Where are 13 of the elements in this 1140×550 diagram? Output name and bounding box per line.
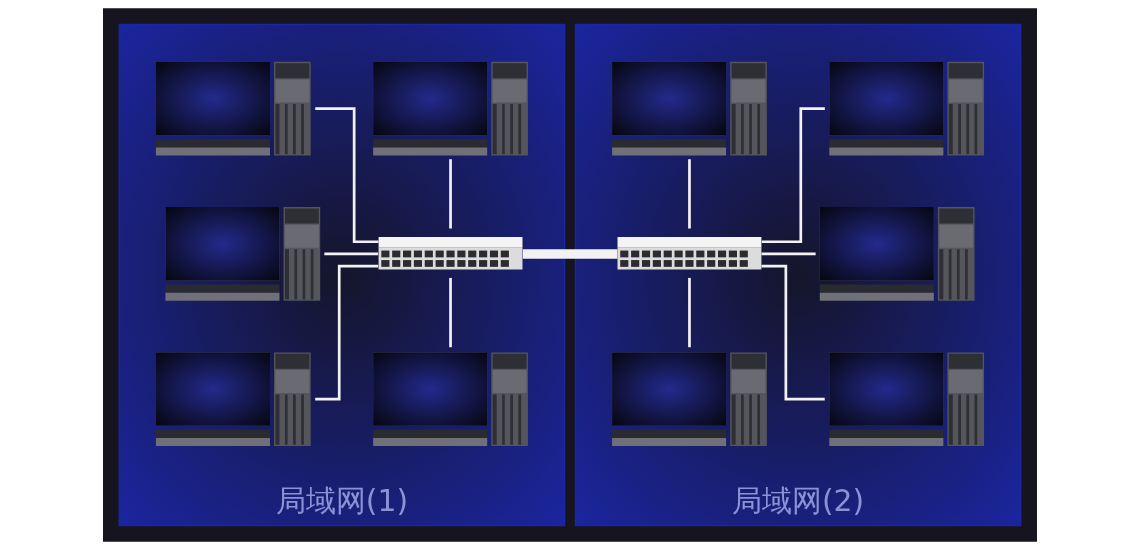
cluster: 局域网(2) [574,23,1022,527]
connector [324,252,379,256]
connector [761,264,825,401]
connector [449,159,452,229]
connector [688,159,691,229]
connector [522,249,618,259]
cluster: 局域网(1) [118,23,566,527]
connector [761,107,825,244]
connector [761,252,816,256]
connector [315,264,379,401]
connector [315,107,379,244]
connector [688,277,691,348]
connector [449,277,452,348]
